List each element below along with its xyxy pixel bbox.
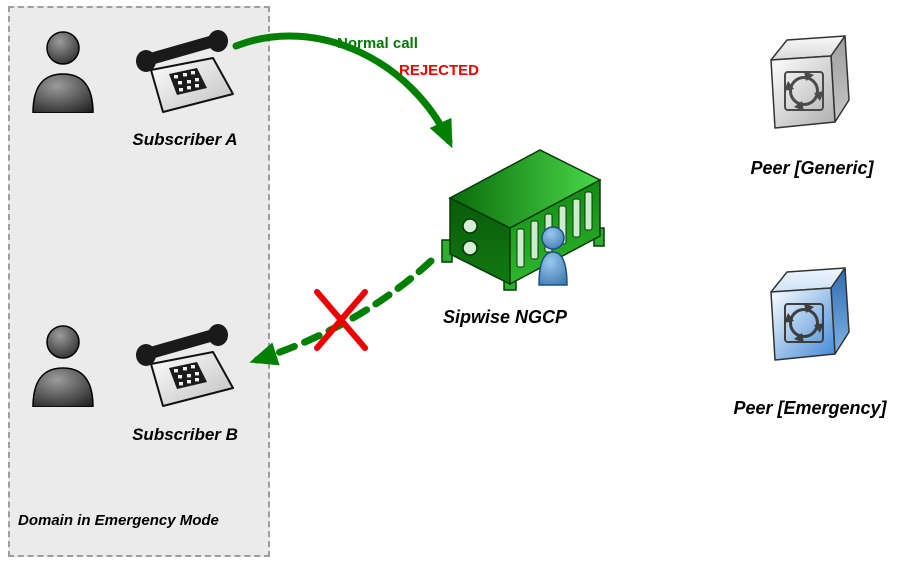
rejected-x-icon bbox=[314, 289, 368, 351]
peer-generic-icon bbox=[757, 30, 857, 140]
subscriber-b-phone-icon bbox=[128, 316, 240, 416]
subscriber-b-person-icon bbox=[28, 322, 98, 408]
subscriber-a-person-icon bbox=[28, 28, 98, 114]
subscriber-a-phone-icon bbox=[128, 22, 240, 122]
relay-emblem bbox=[784, 71, 824, 111]
subscriber-a-label: Subscriber A bbox=[132, 130, 238, 149]
peer-generic-label: Peer [Generic] bbox=[750, 158, 874, 178]
ngcp-server-icon bbox=[420, 136, 610, 296]
server-label: Sipwise NGCP bbox=[442, 307, 568, 327]
peer-emergency-icon bbox=[757, 262, 857, 372]
domain-label: Domain in Emergency Mode bbox=[18, 512, 219, 529]
peer-emergency-label: Peer [Emergency] bbox=[733, 398, 887, 418]
normal-call-label: Normal call bbox=[337, 35, 418, 52]
admin-user-icon bbox=[538, 226, 568, 286]
subscriber-b-label: Subscriber B bbox=[132, 425, 238, 444]
relay-emblem bbox=[784, 303, 824, 343]
emergency-call-arrow bbox=[249, 257, 435, 366]
rejected-label: REJECTED bbox=[399, 62, 480, 79]
